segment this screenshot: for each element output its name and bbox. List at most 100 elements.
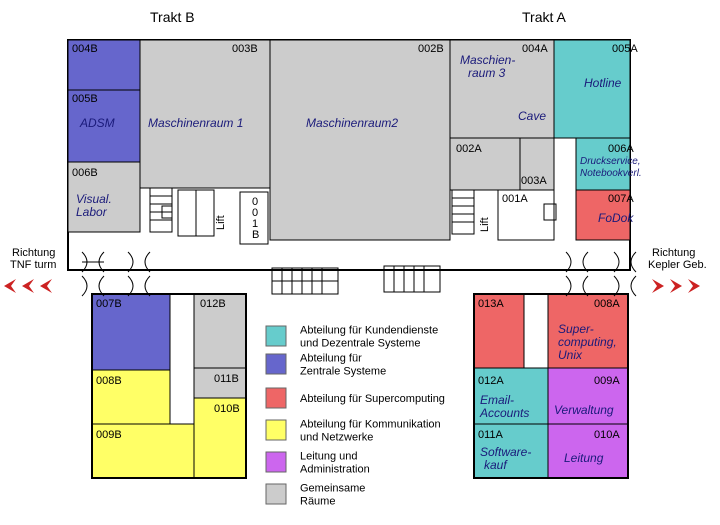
room-fill (449, 39, 555, 139)
room-number: 002B (418, 43, 444, 55)
legend-label: Abteilung für Kundendienste (300, 325, 438, 337)
room-number: 004A (522, 43, 548, 55)
room-fill (575, 189, 631, 241)
legend-label: Abteilung für Kommunikation (300, 419, 441, 431)
room-label: Labor (76, 205, 108, 219)
room-008b: 008B (91, 369, 171, 425)
direction-right-line1: Richtung (652, 247, 695, 259)
room-002a: 002A (449, 137, 521, 191)
room-fill (553, 39, 631, 139)
stairs-left (149, 187, 173, 233)
room-number: 002A (456, 143, 482, 155)
south-east-corridor (523, 293, 549, 369)
arrow-left-icon (4, 279, 52, 293)
legend-label: Leitung und (300, 451, 358, 463)
room-label: Druckservice, (580, 156, 641, 167)
room-label: Maschinenraum2 (306, 116, 398, 130)
room-fill (239, 191, 269, 245)
room-label: ADSM (79, 116, 115, 130)
room-fill (473, 293, 525, 369)
legend-swatch (265, 325, 287, 347)
direction-left-line2: TNF turm (10, 259, 56, 271)
room-012b: 012B (193, 293, 247, 369)
room-label: Unix (558, 348, 583, 362)
room-label: Maschinenraum 1 (148, 116, 243, 130)
legend-label: und Netzwerke (300, 432, 373, 444)
room-number: 009A (594, 375, 620, 387)
room-002b: 002B Maschinenraum2 (269, 39, 451, 241)
room-fill (139, 39, 271, 189)
legend-label: Abteilung für (300, 353, 362, 365)
rooms-layer: 004B 005B ADSM 006B Visual.Labor 003BMaschine… (67, 39, 642, 479)
stairs-right: Lift (451, 189, 557, 235)
room-number: 010B (214, 403, 240, 415)
room-number: 011B (214, 373, 239, 385)
room-number: 012A (478, 375, 504, 387)
legend-swatch (265, 353, 287, 375)
room-number: 007B (96, 298, 122, 310)
room-number: 004B (72, 43, 98, 55)
room-006b: 006B Visual.Labor (67, 161, 141, 233)
room-fill (519, 137, 555, 191)
room-number: 010A (594, 429, 620, 441)
room-label: Software- (480, 445, 531, 459)
room-number: 009B (96, 429, 122, 441)
room-label: Super- (558, 322, 594, 336)
room-003a: 003A (519, 137, 555, 191)
room-fill (91, 293, 171, 371)
room-number: 008A (594, 298, 620, 310)
room-label: Cave (518, 109, 546, 123)
room-fill (67, 161, 141, 233)
legend-label: Zentrale Systeme (300, 366, 386, 378)
room-label: computing, (558, 335, 617, 349)
room-number: 008B (96, 375, 122, 387)
room-number: 003A (521, 175, 547, 187)
lift-label: Lift (215, 215, 227, 230)
room-fill (547, 423, 629, 479)
direction-left: Richtung TNF turm (4, 247, 56, 293)
room-label: Email- (480, 393, 514, 407)
legend-swatch (265, 387, 287, 409)
legend-label: Abteilung für Supercomputing (300, 393, 445, 405)
room-fill (575, 137, 631, 191)
room-number: 011A (478, 429, 504, 441)
room-fill (193, 397, 247, 479)
lift-left: Lift (177, 189, 227, 237)
room-number: 005A (612, 43, 638, 55)
room-fill (497, 189, 555, 241)
legend-swatch (265, 451, 287, 473)
legend-swatch (265, 419, 287, 441)
legend-label: Administration (300, 464, 370, 476)
room-005b: 005B ADSM (67, 89, 141, 163)
legend-label: Gemeinsame (300, 483, 365, 495)
room-010b: 010B (193, 397, 247, 479)
direction-left-line1: Richtung (12, 247, 55, 259)
south-east-block (473, 293, 629, 479)
room-label: Visual. (76, 192, 112, 206)
room-fill (547, 367, 629, 425)
direction-right-line2: Kepler Geb. (648, 259, 707, 271)
room-label: raum 3 (468, 66, 506, 80)
room-label: FoDok (598, 211, 634, 225)
arrow-right-icon (652, 279, 700, 293)
room-011b: 011B (193, 367, 247, 399)
room-number: 005B (72, 93, 98, 105)
room-label: Notebookverl. (580, 168, 642, 179)
room-number: 006B (72, 167, 98, 179)
legend-label: Räume (300, 496, 335, 508)
room-fill (67, 89, 141, 163)
